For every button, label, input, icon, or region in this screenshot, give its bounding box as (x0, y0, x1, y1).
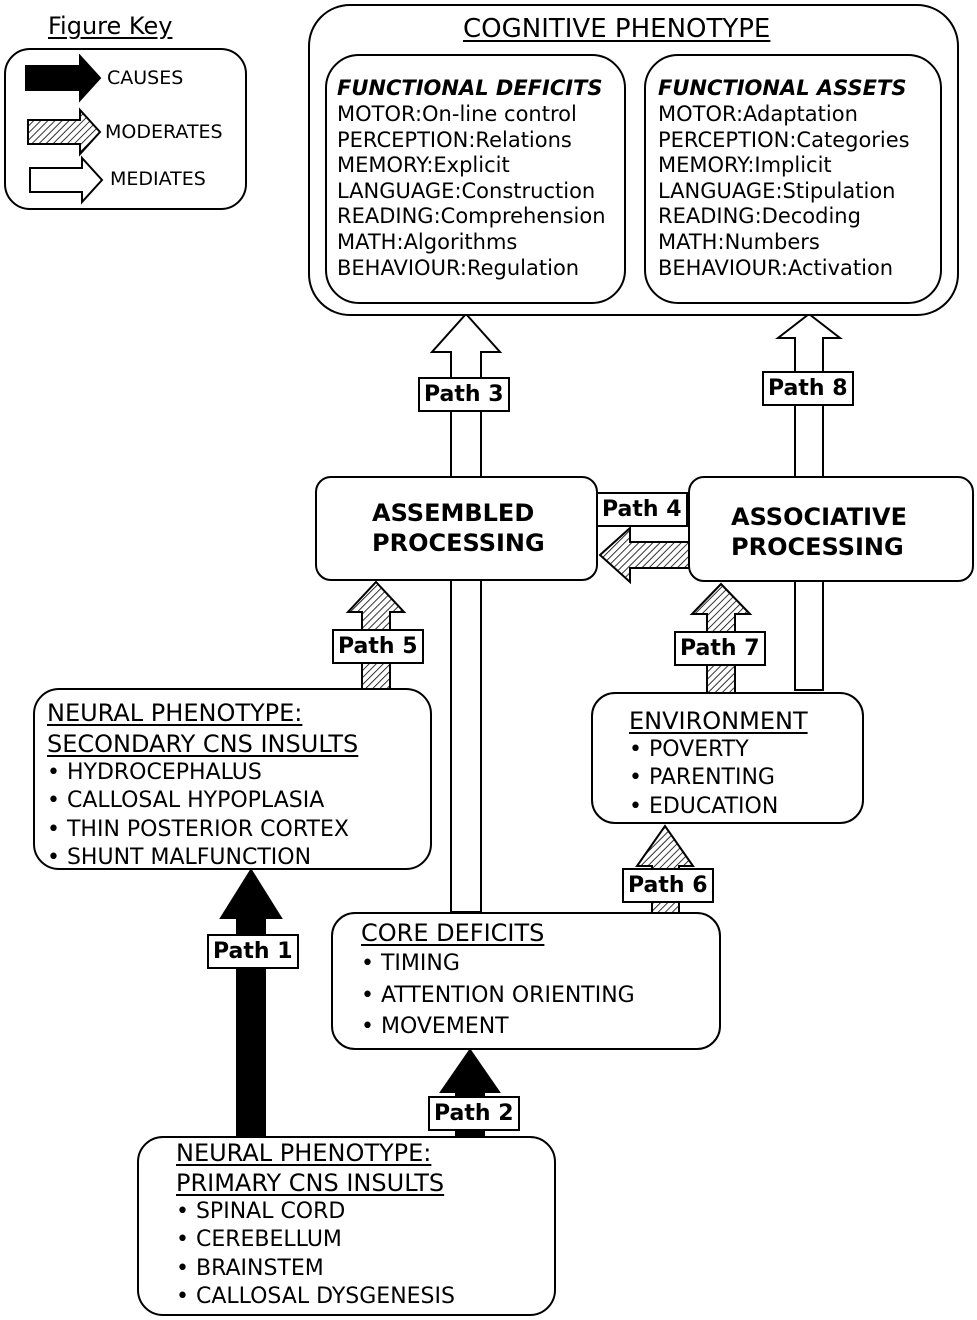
secondary-item: • SHUNT MALFUNCTION (47, 845, 312, 870)
key-mediates-arrow-icon (29, 155, 104, 205)
asset-domain: MATH: (658, 230, 725, 254)
asset-domain: BEHAVIOUR: (658, 255, 788, 280)
environment-item: • POVERTY (629, 737, 749, 762)
associative-line2: PROCESSING (731, 533, 904, 561)
assembled-processing-box (315, 476, 598, 581)
asset-domain: PERCEPTION: (658, 127, 797, 152)
functional-deficits-box (325, 54, 626, 304)
primary-insults-box (137, 1136, 556, 1316)
deficit-domain: MOTOR: (337, 102, 423, 126)
figure-key-arrows (25, 54, 104, 205)
asset-domain: READING: (658, 204, 762, 229)
functional-assets-title: FUNCTIONAL ASSETS (658, 76, 907, 100)
deficit-row: MATH:Algorithms (337, 232, 517, 253)
deficit-domain: BEHAVIOUR: (337, 255, 467, 280)
path1-causes-arrow (219, 868, 283, 1139)
primary-item: • SPINAL CORD (176, 1199, 346, 1224)
assembled-line2: PROCESSING (372, 529, 545, 557)
asset-value: Numbers (724, 230, 820, 254)
deficit-row: MOTOR:On-line control (337, 104, 577, 125)
asset-row: READING:Decoding (658, 206, 861, 227)
key-causes-label: CAUSES (107, 67, 184, 89)
asset-row: MOTOR:Adaptation (658, 104, 858, 125)
asset-row: PERCEPTION:Categories (658, 127, 910, 152)
deficit-value: Algorithms (403, 230, 518, 254)
environment-item: • PARENTING (629, 765, 775, 790)
key-moderates-label: MODERATES (105, 121, 223, 143)
path4-label: Path 4 (596, 492, 688, 527)
core-item: • MOVEMENT (361, 1014, 509, 1039)
core-deficits-box (331, 912, 721, 1050)
environment-box (591, 692, 864, 824)
path3-label: Path 3 (418, 377, 510, 412)
figure-key-title: Figure Key (48, 12, 173, 40)
primary-item: • CALLOSAL DYSGENESIS (176, 1284, 455, 1309)
secondary-title-line2: SECONDARY CNS INSULTS (47, 730, 359, 758)
deficit-value: Relations (475, 127, 572, 152)
deficit-domain: PERCEPTION: (337, 127, 476, 152)
deficit-domain: READING: (337, 204, 441, 229)
deficit-row: LANGUAGE:Construction (337, 178, 596, 203)
assembled-line1: ASSEMBLED (372, 499, 535, 527)
primary-title-line1: NEURAL PHENOTYPE: (176, 1139, 432, 1167)
path7-label: Path 7 (674, 631, 766, 666)
core-deficits-title: CORE DEFICITS (361, 919, 545, 947)
asset-value: Categories (796, 127, 910, 152)
deficit-value: Explicit (433, 153, 510, 178)
functional-assets-box (644, 54, 942, 304)
environment-item: • EDUCATION (629, 794, 779, 819)
secondary-item: • HYDROCEPHALUS (47, 760, 262, 785)
path6-label: Path 6 (622, 868, 714, 903)
path3-mediates-arrow (429, 312, 503, 913)
deficit-value: On-line control (422, 102, 577, 126)
deficit-row: BEHAVIOUR:Regulation (337, 255, 580, 280)
secondary-insults-box (33, 688, 432, 870)
path2-label: Path 2 (428, 1096, 520, 1131)
asset-value: Activation (787, 255, 894, 280)
associative-line1: ASSOCIATIVE (731, 503, 907, 531)
deficit-domain: MATH: (337, 230, 404, 254)
primary-item: • BRAINSTEM (176, 1256, 324, 1281)
deficit-value: Comprehension (440, 204, 606, 229)
secondary-item: • CALLOSAL HYPOPLASIA (47, 788, 325, 813)
asset-domain: MOTOR: (658, 102, 744, 126)
secondary-item: • THIN POSTERIOR CORTEX (47, 817, 349, 842)
asset-domain: LANGUAGE: (658, 178, 783, 203)
key-mediates-label: MEDIATES (110, 168, 206, 190)
deficit-row: READING:Comprehension (337, 206, 606, 227)
functional-deficits-title: FUNCTIONAL DEFICITS (337, 76, 603, 100)
secondary-title-line1: NEURAL PHENOTYPE: (47, 699, 303, 727)
deficit-value: Regulation (466, 255, 580, 280)
cognitive-phenotype-title: COGNITIVE PHENOTYPE (463, 14, 771, 44)
asset-value: Stipulation (782, 178, 896, 203)
path8-label: Path 8 (762, 371, 854, 406)
core-item: • TIMING (361, 951, 460, 976)
deficit-domain: LANGUAGE: (337, 178, 462, 203)
path5-label: Path 5 (332, 629, 424, 664)
key-causes-arrow-icon (25, 54, 102, 103)
asset-row: LANGUAGE:Stipulation (658, 178, 896, 203)
asset-row: MEMORY:Implicit (658, 155, 832, 176)
asset-domain: MEMORY: (658, 153, 755, 178)
asset-value: Decoding (761, 204, 861, 229)
asset-value: Implicit (754, 153, 832, 178)
deficit-domain: MEMORY: (337, 153, 434, 178)
associative-processing-box (688, 476, 974, 582)
key-moderates-arrow-icon (27, 107, 102, 157)
asset-row: BEHAVIOUR:Activation (658, 255, 894, 280)
deficit-row: MEMORY:Explicit (337, 155, 510, 176)
core-item: • ATTENTION ORIENTING (361, 983, 635, 1008)
deficit-value: Construction (461, 178, 596, 203)
asset-row: MATH:Numbers (658, 232, 820, 253)
path1-label: Path 1 (207, 934, 299, 969)
deficit-row: PERCEPTION:Relations (337, 127, 572, 152)
primary-item: • CEREBELLUM (176, 1227, 342, 1252)
environment-title: ENVIRONMENT (629, 707, 808, 735)
path4-moderates-arrow (598, 525, 691, 585)
primary-title-line2: PRIMARY CNS INSULTS (176, 1169, 445, 1197)
asset-value: Adaptation (743, 102, 858, 126)
